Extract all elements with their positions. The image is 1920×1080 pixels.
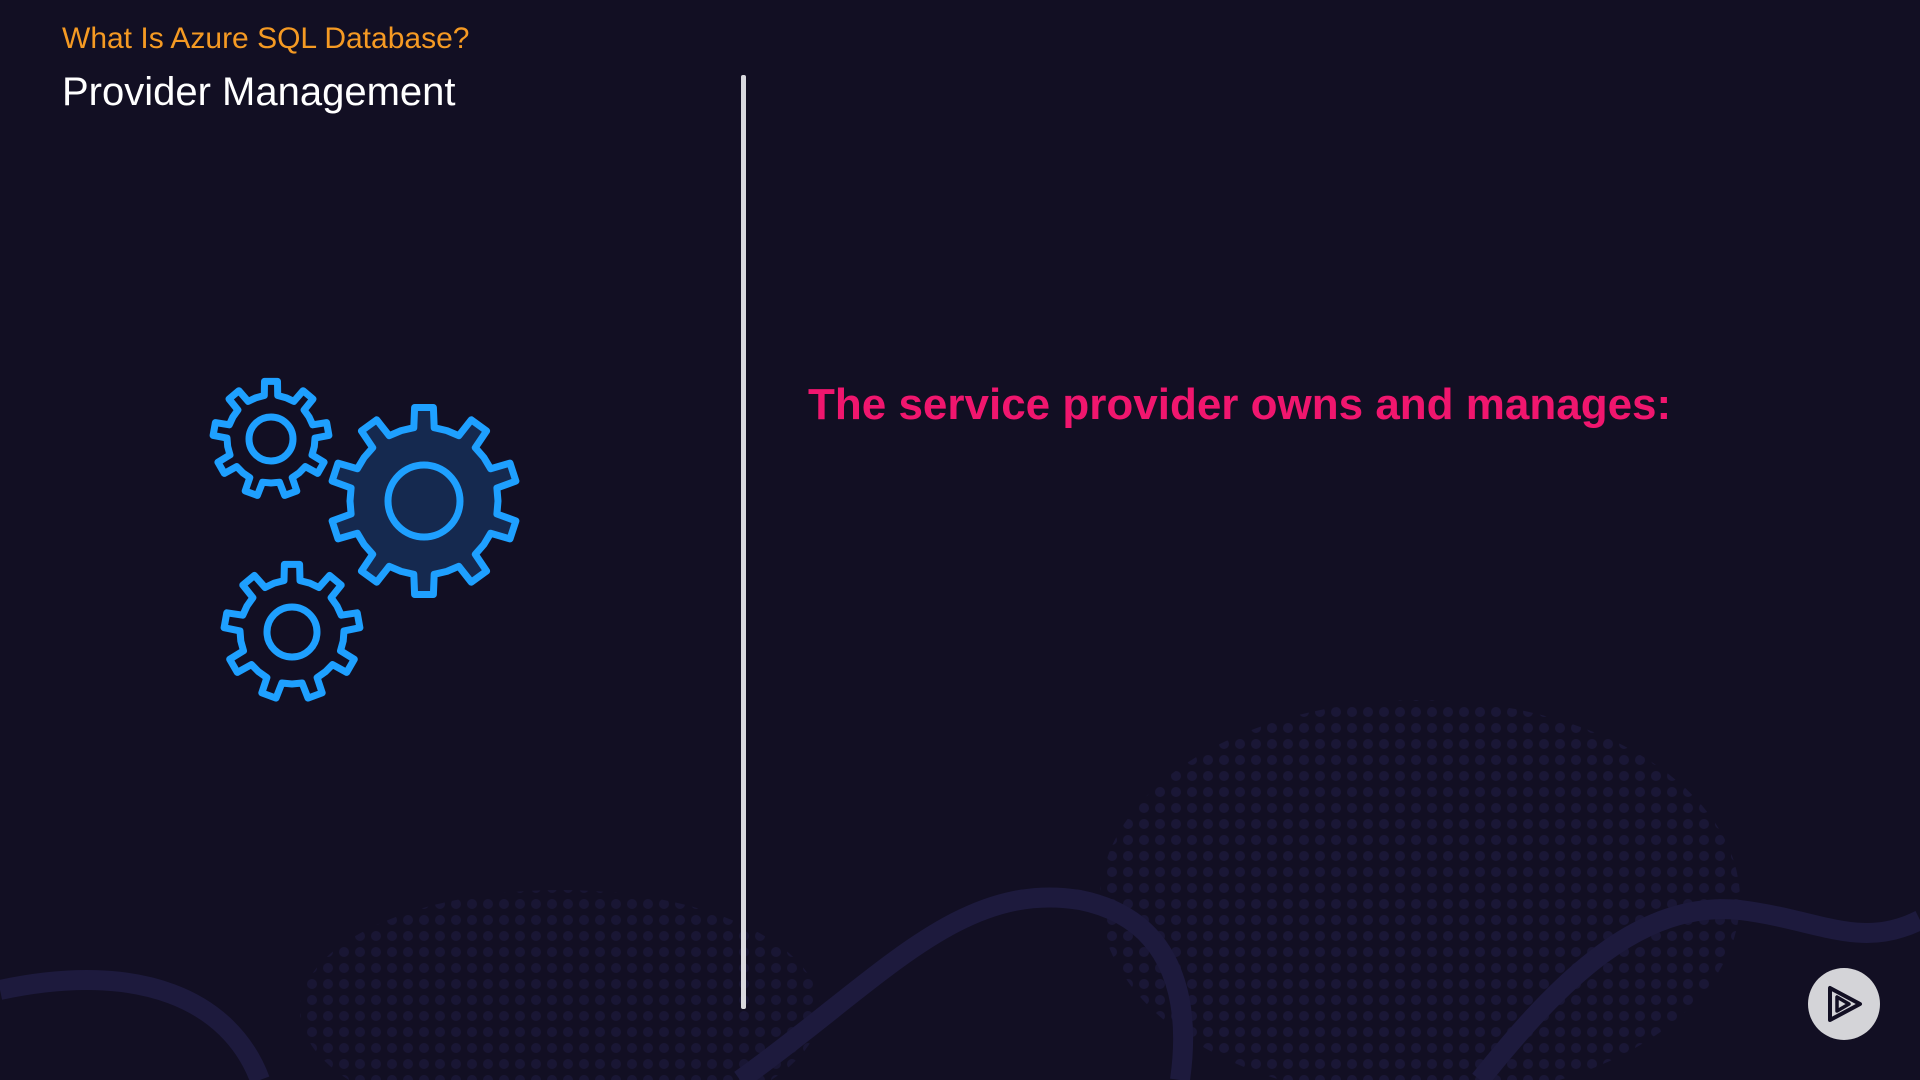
gears-icon xyxy=(209,377,520,702)
play-logo-button[interactable] xyxy=(1808,968,1880,1040)
slide-title: Provider Management xyxy=(62,70,456,114)
large-gear-icon xyxy=(328,404,520,598)
section-eyebrow: What Is Azure SQL Database? xyxy=(62,22,470,55)
small-gear-icon xyxy=(209,377,333,499)
medium-gear-hole xyxy=(263,603,321,661)
large-gear-hole xyxy=(384,461,464,541)
provider-statement: The service provider owns and manages: xyxy=(808,380,1672,429)
vertical-divider xyxy=(741,75,746,1009)
small-gear-hole xyxy=(245,413,297,465)
medium-gear-icon xyxy=(220,560,364,702)
play-logo-icon xyxy=(1828,986,1862,1022)
